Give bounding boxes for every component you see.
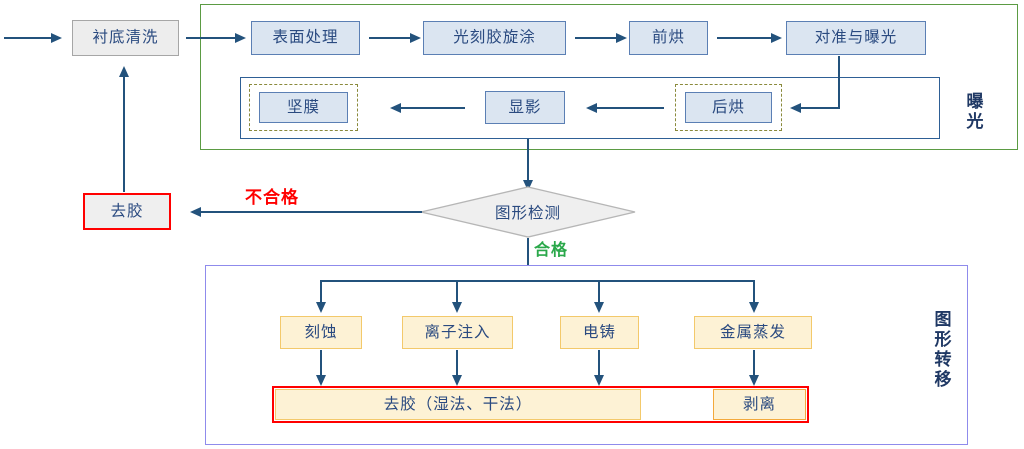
branch-drop-evaporation-arrowhead (748, 302, 759, 313)
edge-develop-to-hardbake (400, 107, 465, 109)
decision-pattern-inspection[interactable]: 图形检测 (420, 186, 636, 238)
entry-line (4, 37, 52, 39)
node-label: 去胶（湿法、干法） (383, 395, 533, 413)
edge-etch-down (320, 350, 322, 378)
edge-electroform-down-arrowhead (593, 375, 604, 386)
post-bake-dashed-frame (675, 84, 782, 131)
node-label: 电铸 (582, 323, 616, 341)
edge-evaporation-down-arrowhead (748, 375, 759, 386)
node-label: 对准与曝光 (814, 29, 898, 47)
bottom-strip-red-frame (272, 386, 809, 423)
node-label: 表面处理 (272, 29, 339, 47)
node-electroforming[interactable]: 电铸 (560, 316, 639, 349)
node-strip-resist-wet-dry[interactable]: 去胶（湿法、干法） (275, 389, 641, 420)
node-label: 后烘 (711, 98, 745, 116)
edge-etch-down-arrowhead (315, 375, 326, 386)
branch-drop-implant-arrowhead (451, 302, 462, 313)
edge-label-pass: 合格 (534, 242, 569, 259)
node-ion-implant[interactable]: 离子注入 (402, 316, 513, 349)
diamond-shape (420, 186, 636, 238)
branch-bus (320, 280, 754, 282)
node-label: 刻蚀 (304, 323, 338, 341)
section-exposure-caption: 曝光 (962, 92, 988, 132)
node-develop[interactable]: 显影 (485, 91, 565, 124)
branch-drop-etch (320, 280, 322, 304)
edge-align-to-postbake-arrowhead (790, 102, 801, 113)
node-substrate-clean[interactable]: 衬底清洗 (72, 20, 179, 56)
edge-postbake-to-develop-arrowhead (586, 102, 597, 113)
edge-align-down (838, 56, 840, 108)
caption-char: 曝光 (966, 92, 984, 132)
edge-surface-to-spin (369, 37, 411, 39)
edge-implant-down-arrowhead (451, 375, 462, 386)
edge-clean-to-surface (186, 37, 236, 39)
entry-arrowhead (51, 32, 62, 43)
edge-spin-to-prebake (575, 37, 617, 39)
node-label: 去胶 (110, 202, 144, 220)
edge-fail-line (200, 211, 422, 213)
caption-char: 图形转移 (934, 310, 952, 390)
edge-surface-to-spin-arrowhead (410, 32, 421, 43)
branch-drop-etch-arrowhead (315, 302, 326, 313)
node-liftoff[interactable]: 剥离 (713, 389, 806, 420)
node-label: 衬底清洗 (92, 29, 159, 47)
node-label: 坚膜 (286, 98, 320, 116)
node-strip-resist-reject[interactable]: 去胶 (83, 193, 171, 230)
edge-postbake-to-develop (596, 107, 664, 109)
node-label: 显影 (508, 98, 542, 116)
node-label: 金属蒸发 (719, 323, 786, 341)
edge-prebake-to-align (717, 37, 772, 39)
edge-clean-to-surface-arrowhead (235, 32, 246, 43)
edge-label-fail: 不合格 (245, 188, 299, 207)
branch-drop-evaporation (753, 280, 755, 304)
edge-prebake-to-align-arrowhead (771, 32, 782, 43)
edge-spin-to-prebake-arrowhead (616, 32, 627, 43)
node-surface-treatment[interactable]: 表面处理 (251, 21, 360, 55)
hard-bake-dashed-frame (249, 84, 358, 131)
edge-pass-line (527, 238, 529, 280)
node-hard-bake[interactable]: 坚膜 (259, 92, 348, 123)
branch-drop-electroform (598, 280, 600, 304)
node-etch[interactable]: 刻蚀 (280, 316, 362, 349)
branch-drop-implant (456, 280, 458, 304)
node-label: 剥离 (742, 395, 776, 413)
edge-fail-arrowhead (190, 206, 201, 217)
branch-drop-electroform-arrowhead (593, 302, 604, 313)
edge-develop-to-hardbake-arrowhead (390, 102, 401, 113)
node-align-expose[interactable]: 对准与曝光 (786, 21, 926, 55)
node-label: 前烘 (651, 29, 685, 47)
edge-electroform-down (598, 350, 600, 378)
node-post-bake[interactable]: 后烘 (685, 92, 772, 123)
exposure-return-rail (240, 77, 940, 139)
node-metal-evaporation[interactable]: 金属蒸发 (694, 316, 812, 349)
edge-exposure-to-inspection-arrowhead (522, 180, 533, 191)
branch-bus-stem (527, 280, 529, 282)
edge-evaporation-down (753, 350, 755, 378)
node-resist-spin-coat[interactable]: 光刻胶旋涂 (423, 21, 566, 55)
node-label: 光刻胶旋涂 (453, 29, 536, 47)
node-pre-bake[interactable]: 前烘 (629, 21, 708, 55)
edge-reject-return-line (123, 76, 125, 192)
edge-exposure-to-inspection (527, 139, 529, 183)
node-label: 离子注入 (424, 323, 491, 341)
section-pattern-transfer-caption: 图形转移 (930, 310, 956, 390)
edge-implant-down (456, 350, 458, 378)
edge-reject-return-arrowhead (118, 66, 129, 77)
edge-align-to-postbake (800, 107, 840, 109)
